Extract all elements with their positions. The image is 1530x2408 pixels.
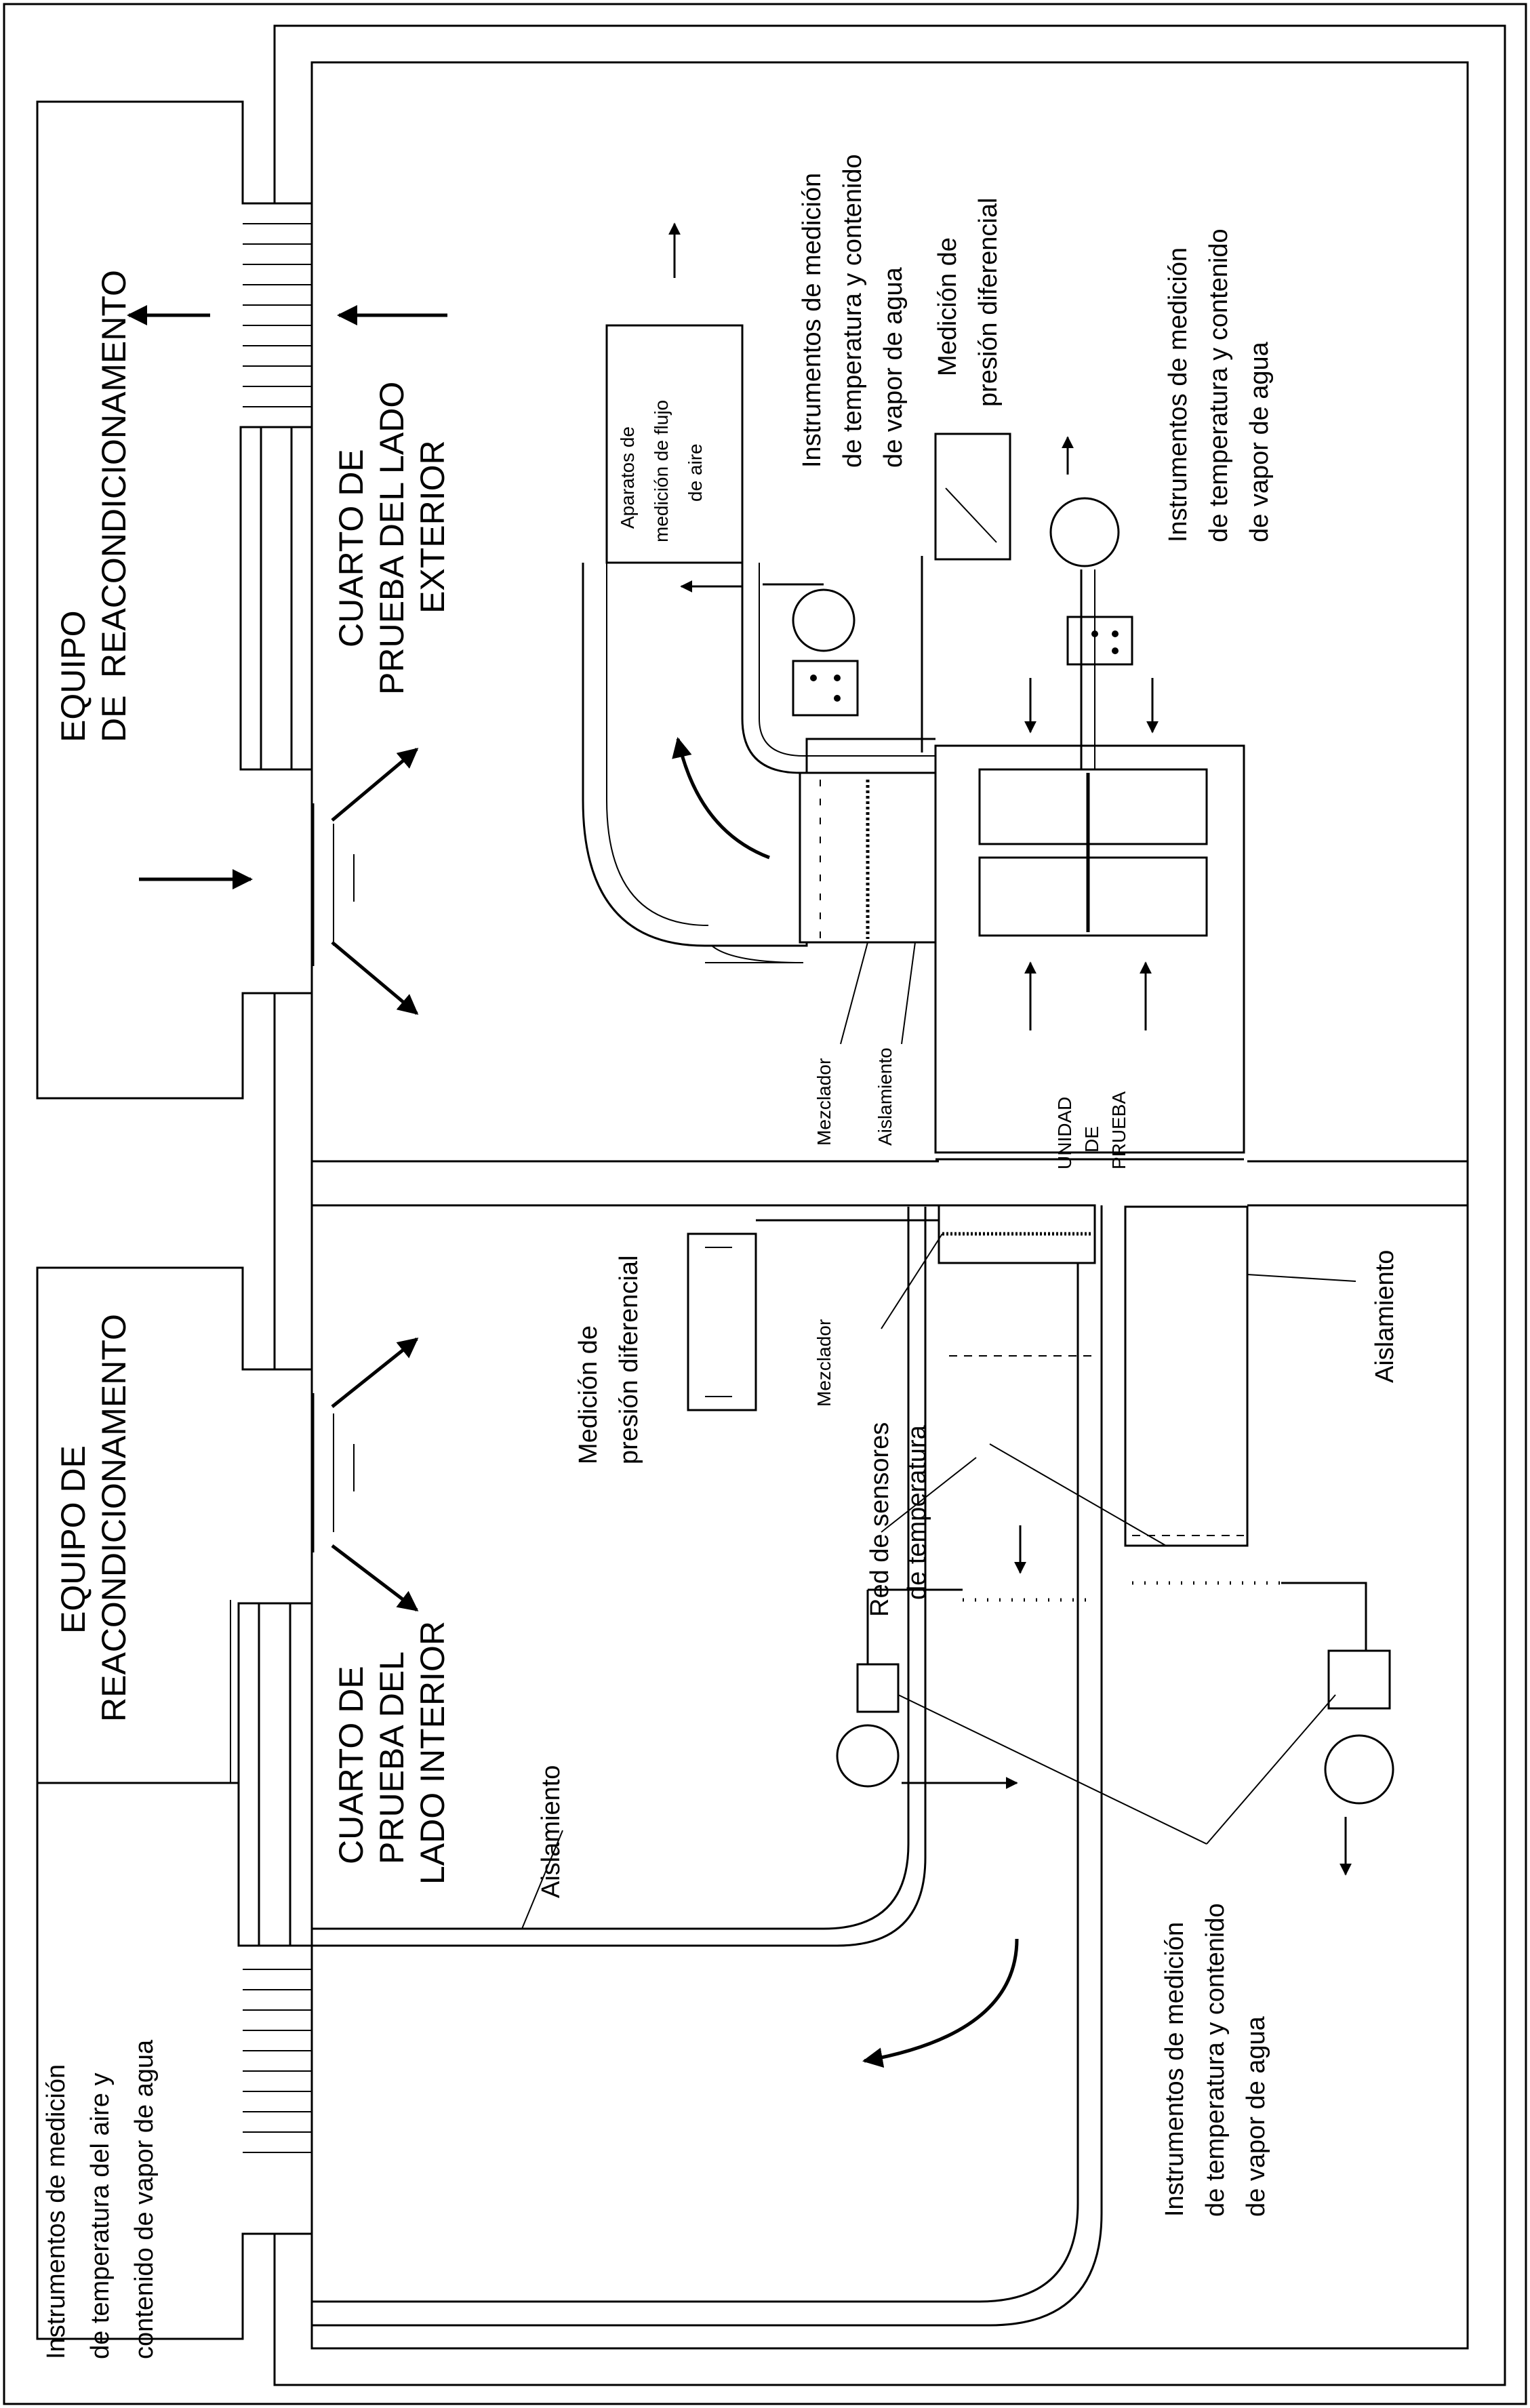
label-aparatos-2: medición de flujo	[651, 400, 672, 542]
label-aparatos-1: Aparatos de	[617, 426, 638, 529]
label-aislamiento-right: Aislamiento	[1371, 1250, 1399, 1383]
fan-bottom-left	[836, 1588, 963, 1788]
outdoor-duct-lower	[1124, 1205, 1249, 1547]
label-inst-a-2: de temperatura y contenido	[839, 154, 867, 468]
label-aislamiento-top: Aislamiento	[874, 1047, 895, 1146]
diffuser-top	[312, 748, 419, 1015]
label-inst-a-3: de vapor de agua	[879, 266, 908, 468]
label-medicion-bot-1: Medición de	[574, 1325, 603, 1464]
label-inst-d-1: Instrumentos de medición	[1161, 1922, 1189, 2217]
heat-exchanger-bottom	[237, 1602, 313, 1947]
condenser-coil-top	[978, 768, 1208, 937]
label-cuarto-ext-2: PRUEBA DEL LADO	[373, 382, 411, 695]
label-red-1: Red de sensores	[866, 1422, 894, 1617]
leader-aislamiento-top	[901, 942, 916, 1045]
fan-bottom-right	[1281, 1582, 1394, 1805]
heat-exchanger-top	[239, 426, 313, 771]
leader-aislamiento-right	[1247, 1274, 1356, 1282]
label-cuarto-ext-1: CUARTO DE	[332, 449, 370, 647]
label-inst-d-2: de temperatura y contenido	[1201, 1903, 1230, 2217]
label-medicion-top-2: presión diferencial	[974, 198, 1003, 407]
diff-pressure-top	[921, 433, 1011, 752]
label-cuarto-ext-3: EXTERIOR	[414, 440, 451, 614]
label-cuarto-int-2: PRUEBA DEL	[373, 1651, 411, 1864]
label-equipo-bot-1: EQUIPO DE	[54, 1445, 92, 1634]
label-unidad-3: PRUEBA	[1108, 1091, 1129, 1169]
indoor-duct	[938, 1204, 1096, 1357]
labels-layer: EQUIPO DE REACONDICIONAMENTO CUARTO DE P…	[42, 154, 1399, 2359]
leader-inst-d-1	[898, 1694, 1207, 1845]
arrow-curved-bottom	[862, 1938, 1019, 2068]
label-equipo-top-2: DE	[95, 696, 133, 742]
label-equipo-top-3: REACONDICIONAMENTO	[95, 270, 133, 678]
outer-frame	[3, 3, 1527, 2405]
leader-red-1	[989, 1443, 1167, 1546]
label-aparatos-3: de aire	[685, 443, 706, 502]
label-inst-b-1: Instrumentos de medición	[1164, 247, 1192, 542]
sensor-grid-bottom	[963, 1581, 1281, 1602]
label-inst-d-3: de vapor de agua	[1242, 2015, 1270, 2217]
louver-bottom-exhaust	[243, 1969, 312, 2153]
label-equipo-bot-2: REACONDICIONAMENTO	[95, 1314, 133, 1722]
leader-aislamiento-bottom	[521, 1830, 563, 1929]
fan-top-left	[763, 583, 859, 717]
label-mezclador-top: Mezclador	[813, 1058, 834, 1146]
duct-top-room	[582, 563, 935, 963]
leader-inst-d-2	[1206, 1694, 1336, 1845]
label-unidad-1: UNIDAD	[1054, 1097, 1075, 1169]
label-inst-b-2: de temperatura y contenido	[1205, 228, 1233, 542]
chamber-wall-outer	[273, 24, 1506, 2386]
label-inst-a-1: Instrumentos de medición	[798, 173, 826, 468]
label-medicion-top-1: Medición de	[933, 237, 962, 376]
label-inst-c-3: contenido de vapor de agua	[130, 2039, 159, 2359]
label-inst-b-3: de vapor de agua	[1245, 341, 1274, 542]
leader-red-2	[881, 1457, 977, 1533]
label-cuarto-int-1: CUARTO DE	[332, 1666, 370, 1864]
label-inst-c-2: de temperatura del aire y	[86, 2073, 115, 2359]
fan-top-right	[1049, 497, 1133, 769]
label-medicion-bot-2: presión diferencial	[615, 1256, 643, 1464]
label-inst-c-1: Instrumentos de medición	[42, 2064, 71, 2359]
louver-top-exhaust	[243, 223, 312, 407]
flow-measurement-box	[605, 324, 744, 564]
leader-mezclador-top	[840, 942, 868, 1045]
leader-mezclador-bottom	[881, 1233, 943, 1329]
label-red-2: de temperatura	[903, 1424, 931, 1600]
label-aislamiento-bottom: Aislamiento	[537, 1765, 565, 1898]
insulation-bottom-room	[312, 1205, 1103, 2327]
label-equipo-top-1: EQUIPO	[54, 611, 92, 742]
arrow-curved-top	[672, 737, 770, 860]
mixer-top	[799, 771, 937, 944]
label-cuarto-int-3: LADO INTERIOR	[414, 1621, 451, 1885]
label-unidad-2: DE	[1081, 1126, 1102, 1152]
label-mezclador-bottom: Mezclador	[813, 1319, 834, 1407]
diffuser-bottom	[312, 1338, 419, 1611]
diff-pressure-bottom	[687, 1219, 939, 1411]
reconditioning-equipment-top	[36, 100, 313, 1100]
